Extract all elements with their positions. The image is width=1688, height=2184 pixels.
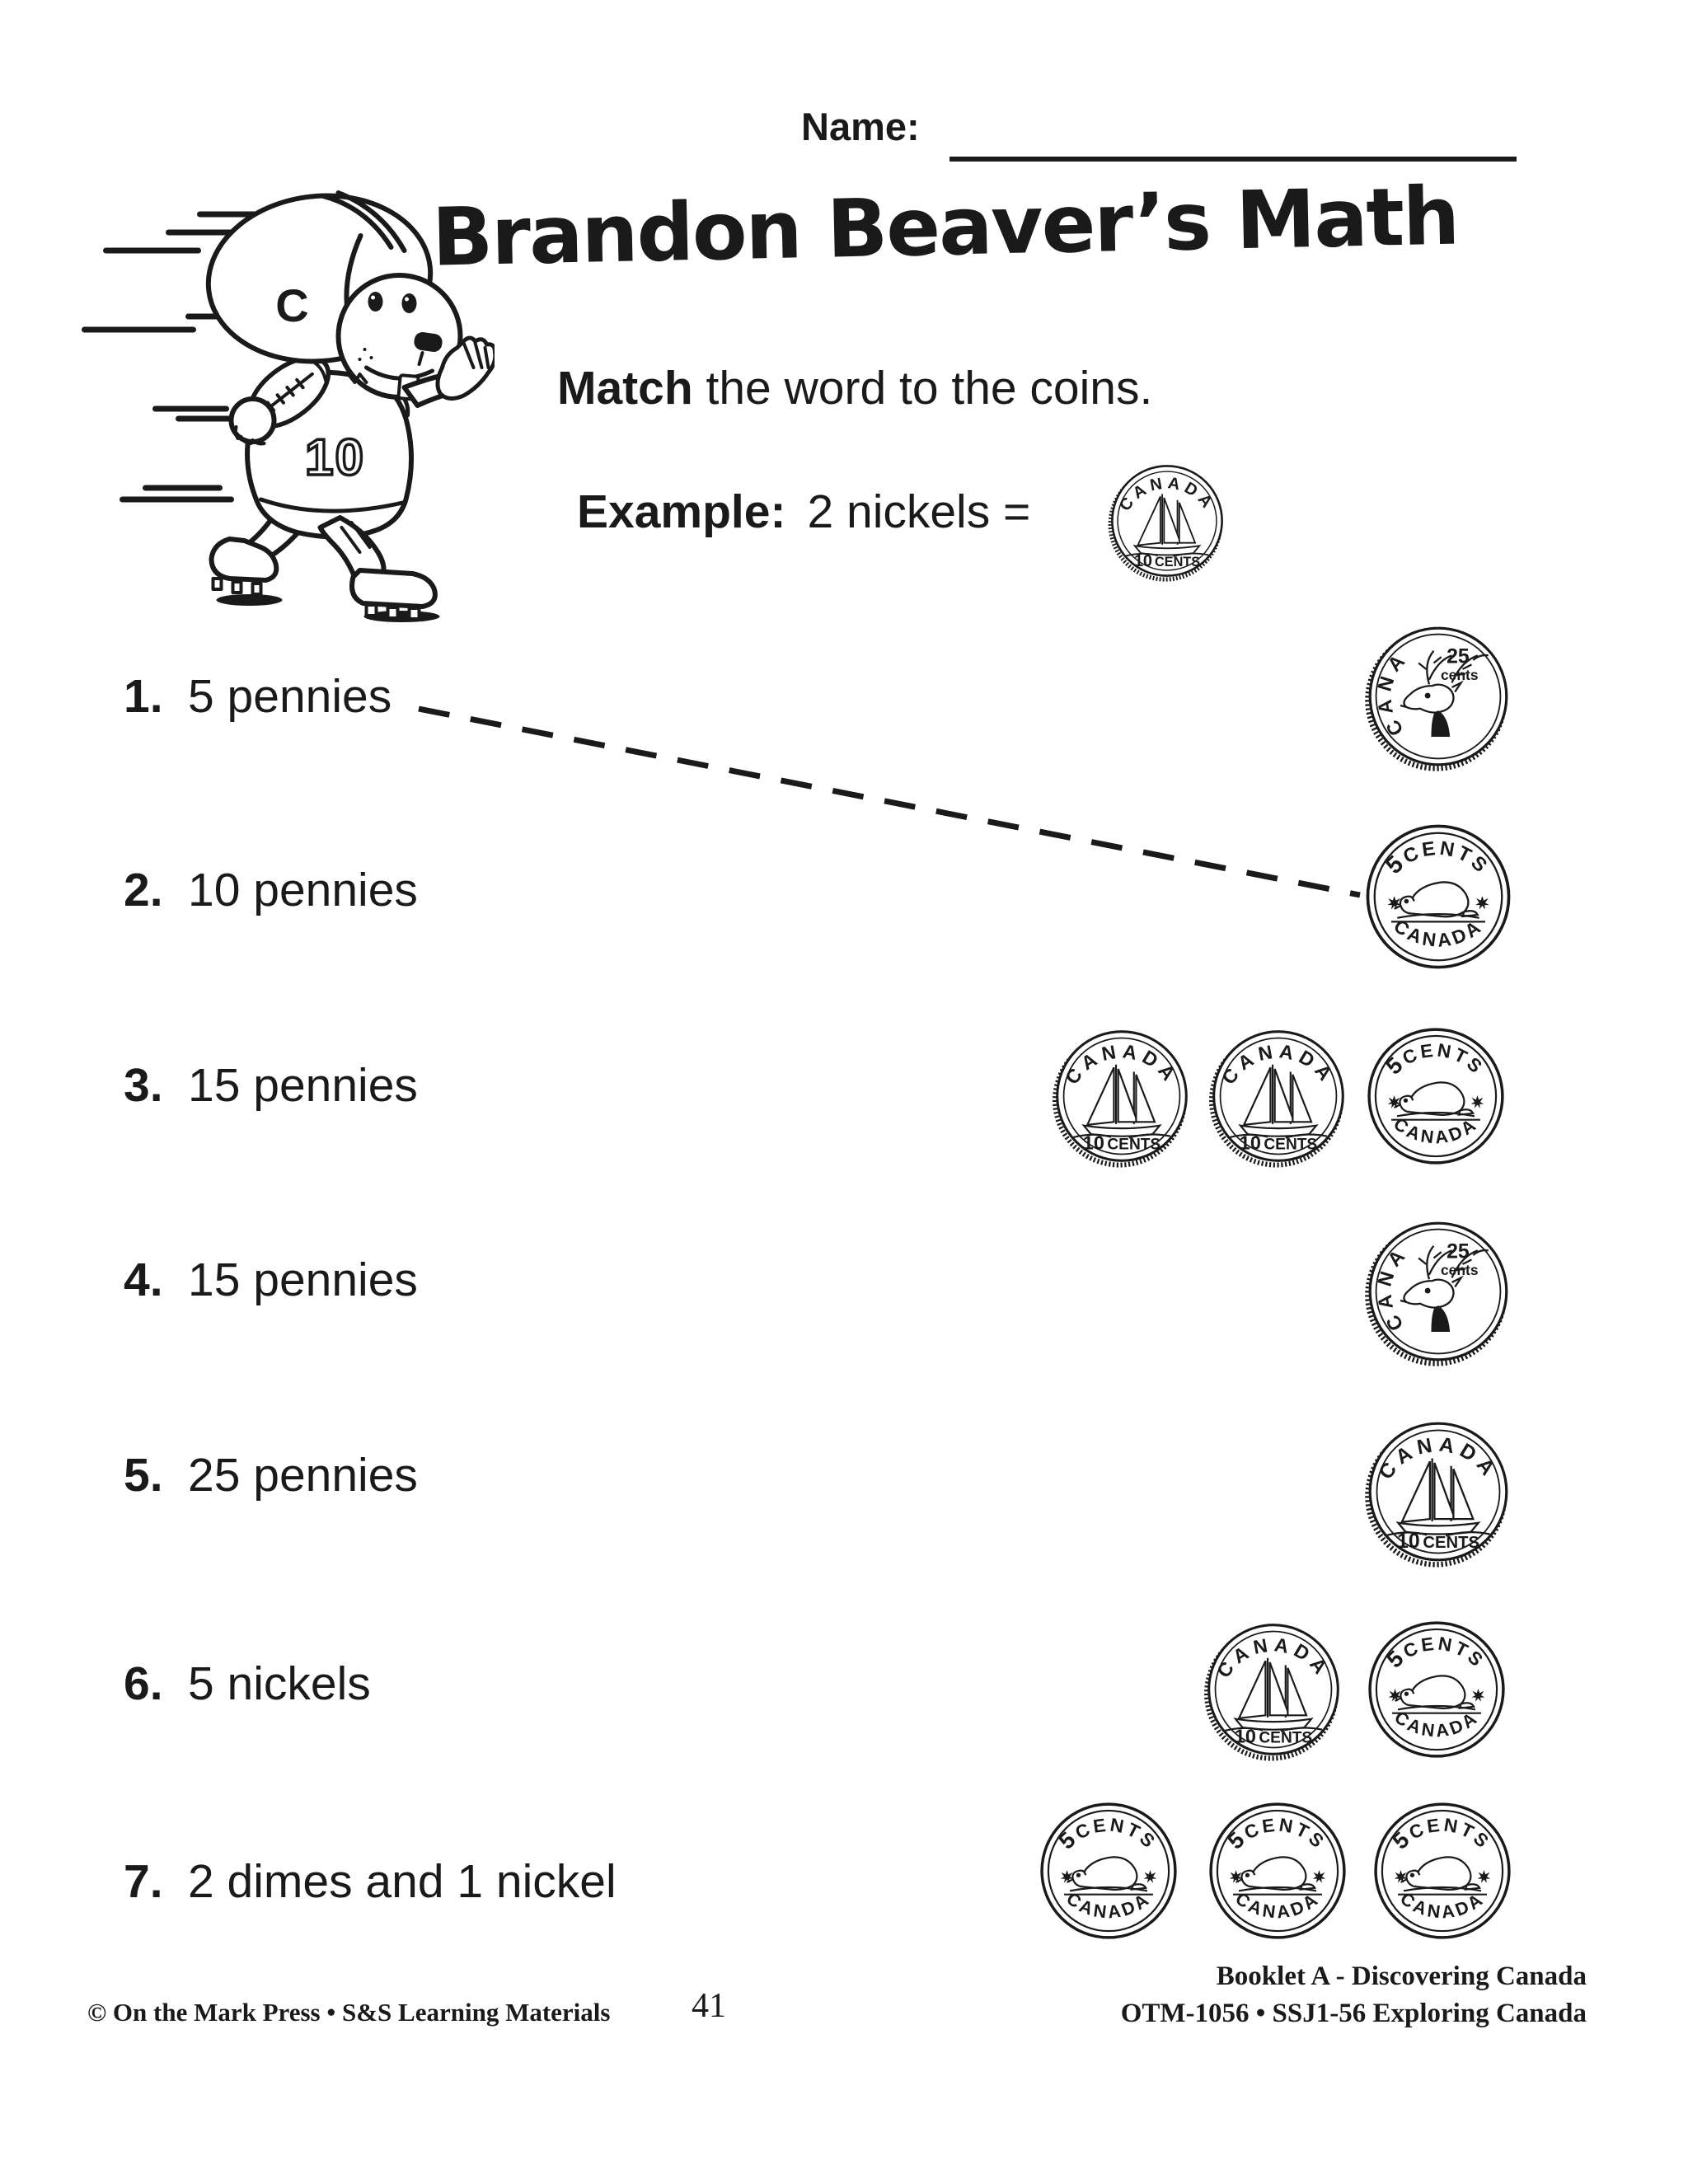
nose-icon [414,332,443,352]
stiff-arm-hand [401,335,495,408]
nickel-coin [1366,824,1511,969]
nickel-coin [1209,1802,1346,1939]
example-row: Example: 2 nickels = [577,485,1030,539]
shadow [216,594,283,606]
item-number: 5. [124,1449,163,1502]
item-row-4: 4. 15 pennies [124,1253,418,1307]
item-label: 15 pennies [188,1254,418,1306]
name-label: Name: [801,105,920,148]
item-number: 4. [124,1254,163,1306]
dime-coin [1367,1423,1506,1564]
footer-booklet-info: Booklet A - Discovering Canada OTM-1056 … [927,1958,1587,2032]
item-label: 2 dimes and 1 nickel [188,1855,617,1908]
dime-coin [1212,1032,1343,1165]
item-number: 7. [124,1855,163,1908]
item-label: 5 pennies [188,670,392,723]
footer-copyright: © On the Mark Press • S&S Learning Mater… [87,1998,611,2027]
example-dime-coin [1110,466,1221,579]
item-label: 10 pennies [188,864,418,916]
item-number: 6. [124,1657,163,1710]
quarter-coin [1353,603,1507,768]
match-dashed-line [418,705,1361,898]
item-row-1: 1. 5 pennies [124,669,392,724]
beaver-mascot-illustration: 10 C [82,190,495,622]
quarter-coin [1353,1198,1507,1363]
instruction-verb: Match [557,362,693,415]
name-blank-line [950,114,1517,162]
footer-booklet-line1: Booklet A - Discovering Canada [1216,1961,1587,1991]
instruction-rest: the word to the coins. [692,362,1153,415]
item-row-7: 7. 2 dimes and 1 nickel [124,1854,617,1909]
page-number: 41 [692,1987,726,2025]
nickel-coin [1367,1028,1504,1165]
helmet-letter: C [275,279,308,331]
jersey-hem [259,497,405,513]
front-leg [317,515,438,621]
instruction-text: Match the word to the coins. [557,361,1152,415]
item-label: 15 pennies [188,1059,418,1112]
nickel-coin [1040,1802,1177,1939]
left-paw [228,396,277,446]
example-equation: 2 nickels = [807,485,1031,538]
item-number: 2. [124,864,163,916]
item-row-5: 5. 25 pennies [124,1448,418,1502]
nickel-coin [1374,1802,1511,1939]
example-label: Example: [577,485,786,538]
item-label: 5 nickels [188,1657,371,1710]
dime-coin [1207,1625,1338,1759]
nickel-coin [1368,1621,1505,1758]
dime-coin [1055,1032,1186,1165]
item-number: 3. [124,1059,163,1112]
item-row-2: 2. 10 pennies [124,863,418,917]
item-row-3: 3. 15 pennies [124,1058,418,1113]
item-row-6: 6. 5 nickels [124,1657,371,1711]
item-number: 1. [124,670,163,723]
item-label: 25 pennies [188,1449,418,1502]
footer-booklet-line2: OTM-1056 • SSJ1-56 Exploring Canada [1120,1999,1587,2028]
jersey-number: 10 [305,429,365,486]
beaver-face [335,273,463,401]
